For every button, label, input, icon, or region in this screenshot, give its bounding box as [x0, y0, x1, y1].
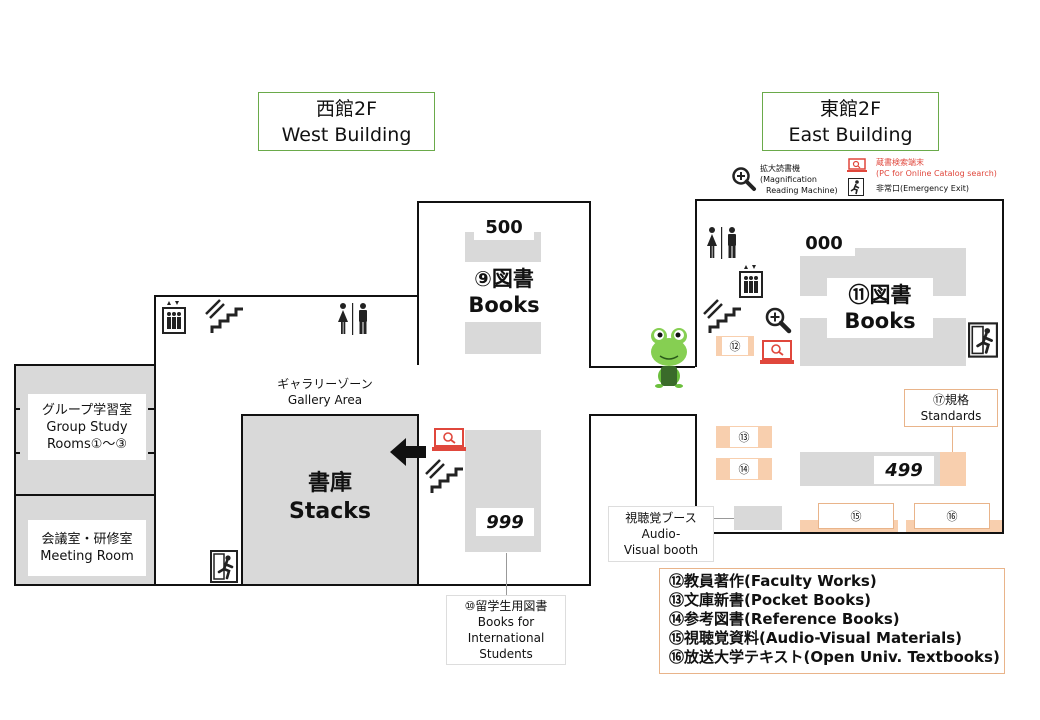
shelf-number-499: 499	[874, 456, 934, 484]
legend-item-14: ⑭参考図書(Reference Books)	[669, 610, 900, 628]
exit-legend-text: 非常口(Emergency Exit)	[876, 184, 970, 193]
stacks-label-en: Stacks	[289, 499, 371, 524]
west-building-title-ja: 西館2F	[315, 97, 378, 120]
books9-label[interactable]: ⑨図書 Books	[452, 262, 556, 322]
area-13-marker: ⑬	[730, 427, 758, 447]
magnifier-legend-ja: 拡大読書機	[760, 164, 800, 173]
west-building-header: 西館2F West Building	[258, 92, 435, 151]
intl-label-en2: International	[467, 631, 545, 645]
av-booth-label-en2: Visual booth	[623, 543, 699, 557]
av-booth-label[interactable]: 視聴覚ブース Audio- Visual booth	[608, 506, 714, 562]
stairs-icon	[205, 299, 243, 333]
catalog-pc-legend-text: 蔵書検索端末 (PC for Online Catalog search)	[876, 157, 997, 179]
group-study-label-en1: Group Study	[46, 419, 128, 435]
elevator-icon	[162, 301, 186, 334]
meeting-room-label[interactable]: 会議室・研修室 Meeting Room	[28, 520, 146, 576]
area-12-marker: ⑫	[722, 337, 748, 355]
restroom-icon	[707, 227, 736, 259]
standards-label-en: Standards	[920, 409, 982, 423]
emergency-exit-icon	[848, 178, 864, 196]
stacks-label-ja: 書庫	[307, 471, 352, 496]
collection-legend: ⑫教員著作(Faculty Works) ⑬文庫新書(Pocket Books)…	[659, 568, 1005, 674]
av-booth-area	[734, 506, 782, 530]
arrow-left-icon	[390, 438, 426, 466]
area-14-marker: ⑭	[730, 459, 758, 479]
stairs-icon	[425, 459, 463, 493]
magnifier-icon[interactable]	[764, 306, 792, 334]
group-study-label-en2: Rooms①～③	[46, 436, 128, 452]
magnifier-legend-en2: Reading Machine)	[766, 186, 838, 195]
area-15-marker: ⑮	[818, 503, 894, 529]
av-booth-label-ja: 視聴覚ブース	[625, 511, 697, 525]
books11-label-ja: ⑪図書	[848, 283, 912, 307]
standards-shelf	[940, 452, 966, 486]
emergency-exit-icon	[210, 550, 238, 583]
catalog-pc-icon[interactable]	[432, 428, 466, 452]
av-booth-label-en1: Audio-	[641, 527, 681, 541]
frog-mascot-icon	[651, 328, 687, 388]
catalog-pc-legend-en: (PC for Online Catalog search)	[876, 169, 997, 178]
west-building-title-en: West Building	[281, 123, 412, 146]
gallery-label-en: Gallery Area	[287, 393, 363, 407]
catalog-pc-legend-ja: 蔵書検索端末	[876, 158, 924, 167]
elevator-icon	[739, 265, 763, 298]
group-study-room-label[interactable]: グループ学習室 Group Study Rooms①～③	[28, 394, 146, 460]
gallery-area-label[interactable]: ギャラリーゾーン Gallery Area	[270, 376, 380, 408]
area-16-marker: ⑯	[914, 503, 990, 529]
legend-item-16: ⑯放送大学テキスト(Open Univ. Textbooks)	[669, 648, 1000, 666]
group-study-label-ja: グループ学習室	[41, 402, 133, 418]
east-building-title-ja: 東館2F	[819, 97, 882, 120]
magnifier-legend-text: 拡大読書機 (Magnification Reading Machine)	[760, 163, 838, 196]
gallery-label-ja: ギャラリーゾーン	[277, 377, 373, 391]
shelf-number-500: 500	[474, 214, 534, 240]
books11-label-en: Books	[844, 309, 916, 333]
stacks-label[interactable]: 書庫 Stacks	[243, 470, 417, 526]
magnifier-legend-en1: (Magnification	[760, 175, 817, 184]
meeting-room-label-ja: 会議室・研修室	[41, 532, 133, 547]
legend-item-12: ⑫教員著作(Faculty Works)	[669, 572, 877, 590]
area-15-text: ⑮	[850, 510, 862, 523]
intl-label-ja: ⑩留学生用図書	[464, 599, 548, 613]
international-books-label[interactable]: ⑩留学生用図書 Books for International Students	[446, 595, 566, 665]
shelf-number-999: 999	[476, 508, 534, 536]
meeting-room-label-en: Meeting Room	[40, 549, 134, 564]
intl-label-en1: Books for	[477, 615, 535, 629]
emergency-exit-icon	[968, 322, 998, 358]
stairs-icon	[703, 299, 741, 333]
books9-label-en: Books	[468, 293, 540, 317]
east-building-header: 東館2F East Building	[762, 92, 939, 151]
east-building-title-en: East Building	[788, 123, 913, 146]
stacks-area	[243, 416, 417, 584]
books11-label[interactable]: ⑪図書 Books	[827, 278, 933, 338]
books9-label-ja: ⑨図書	[474, 267, 534, 291]
legend-item-15: ⑮視聴覚資料(Audio-Visual Materials)	[669, 629, 963, 647]
shelf-number-000: 000	[793, 230, 855, 256]
catalog-pc-icon	[847, 158, 867, 172]
standards-label[interactable]: ⑰規格 Standards	[904, 389, 998, 427]
standards-label-ja: ⑰規格	[932, 393, 969, 407]
catalog-pc-icon[interactable]	[760, 340, 794, 366]
magnifier-icon	[732, 167, 756, 191]
restroom-icon	[338, 303, 367, 335]
area-16-text: ⑯	[946, 510, 958, 523]
legend-item-13: ⑬文庫新書(Pocket Books)	[669, 591, 871, 609]
intl-label-en3: Students	[479, 647, 533, 661]
